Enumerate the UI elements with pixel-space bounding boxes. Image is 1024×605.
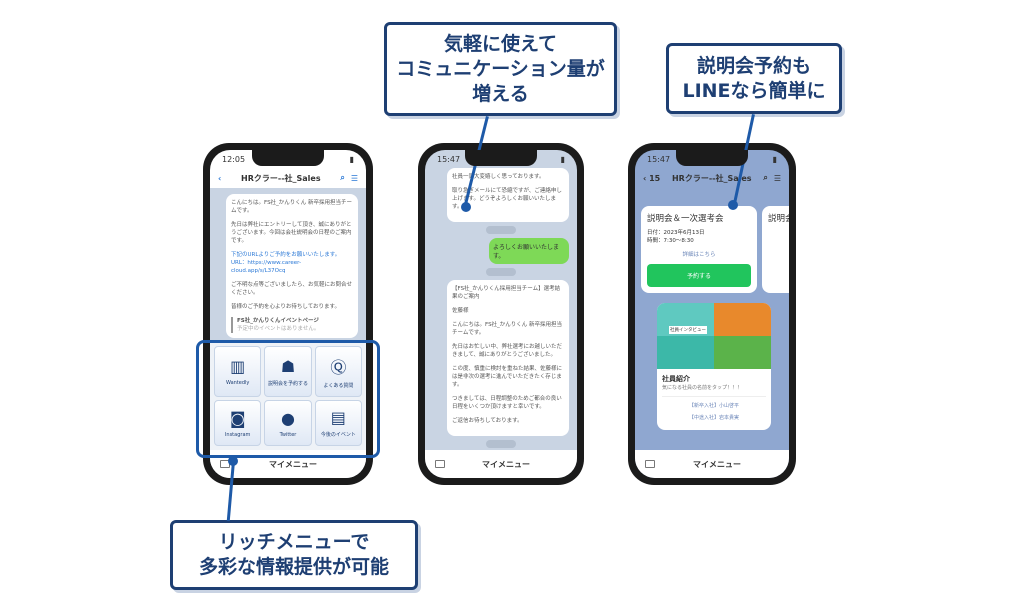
connector-dot [728,200,738,210]
twitter-icon: ● [281,408,295,428]
richmenu-events[interactable]: ▤今後のイベント [314,400,362,446]
callout-communication: 気軽に使えて コミュニケーション量が 増える [384,22,617,116]
my-menu-toggle[interactable]: マイメニュー [693,459,741,469]
staff-photos: 社員インタビュー [657,303,771,369]
search-icon[interactable]: ⌕ [763,173,768,182]
my-menu-toggle[interactable]: マイメニュー [482,459,530,469]
callout-line: 気軽に使えて [443,32,558,55]
richmenu-twitter[interactable]: ●Twitter [264,400,312,446]
status-time: 15:47 [647,155,671,164]
date-pill [486,226,516,234]
event-card-next: 説明会＆一次選考会 [762,206,789,293]
menu-icon[interactable]: ☰ [773,173,781,183]
message-bubble: 【FS社_かんりくん採用担当チーム】選考結果のご案内佐藤様こんにちは。FS社_か… [447,280,569,436]
message-bubble: こんにちは。FS社_かんりくん 新卒採用担当チームです。先日は弊社にエントリーし… [226,194,358,338]
callout-line: 増える [472,82,529,105]
event-card: 説明会＆一次選考会 日付：2023年6月13日 時間：7:30〜8:30 詳細は… [641,206,757,293]
status-time: 12:05 [222,155,246,164]
search-icon[interactable]: ⌕ [340,173,345,182]
reply-bubble: よろしくお願いいたします。 [489,238,569,264]
date-pill [486,268,516,276]
reserve-button[interactable]: 予約する [647,264,751,287]
date-pill [486,440,516,448]
battery-icon: ▮ [349,155,354,164]
clipboard-icon: ▤ [330,408,346,427]
phone-chat: 15:47▮ 社員一同大変嬉しく思っております。取り急ぎメールにて恐縮ですが、ご… [418,143,584,485]
richmenu-instagram[interactable]: ◙Instagram [214,400,262,446]
keyboard-icon[interactable] [645,460,655,468]
keyboard-icon[interactable] [435,460,445,468]
event-link[interactable]: FS社_かんりくんイベントページ予定中のイベントはありません。 [231,317,353,333]
presentation-icon: ☗ [280,356,296,376]
richmenu-highlight [196,340,380,458]
details-link[interactable]: 詳細はこちら [682,252,716,258]
callout-line: リッチメニューで [218,531,370,553]
callout-line: 説明会予約も [696,54,811,77]
chat-title: HRクラー--社_Sales [241,173,321,183]
callout-reservation: 説明会予約も LINEなら簡単に [666,43,842,114]
callout-richmenu: リッチメニューで 多彩な情報提供が可能 [170,520,418,590]
callout-line: LINEなら簡単に [682,79,826,102]
staff-card: 社員インタビュー 社員紹介 気になる社員の名前をタップ！！！ 【新卒入社】小山啓… [657,303,771,430]
phone-reservation: 15:47 ▮ ‹ 15 HRクラー--社_Sales ⌕ ☰ 説明会＆一次選考会 日付… [628,143,796,485]
connector-dot [461,202,471,212]
instagram-icon: ◙ [229,408,246,428]
richmenu-wantedly[interactable]: ▥Wantedly [214,346,262,397]
phone-richmenu: 12:05 ▮ ‹ HRクラー--社_Sales ⌕ ☰ こんにちは。FS社_かんりくん… [203,143,373,485]
battery-icon: ▮ [560,155,565,164]
building-icon: ▥ [230,357,246,376]
status-time: 15:47 [437,155,461,164]
battery-icon: ▮ [772,155,777,164]
back-button[interactable]: ‹ 15 [643,173,661,183]
richmenu-reserve[interactable]: ☗説明会を予約する [264,346,312,397]
qa-icon: Ⓠ [330,358,347,377]
staff-link[interactable]: 【新卒入社】小山啓平 [662,396,766,414]
my-menu-toggle[interactable]: マイメニュー [269,459,317,469]
connector-dot [228,456,238,466]
back-icon[interactable]: ‹ [218,173,222,183]
staff-link[interactable]: 【中途入社】岩本貴実 [688,415,739,421]
callout-line: コミュニケーション量が [396,57,605,80]
callout-line: 多彩な情報提供が可能 [198,556,389,578]
chat-title: HRクラー--社_Sales [671,173,752,183]
menu-icon[interactable]: ☰ [350,173,358,183]
